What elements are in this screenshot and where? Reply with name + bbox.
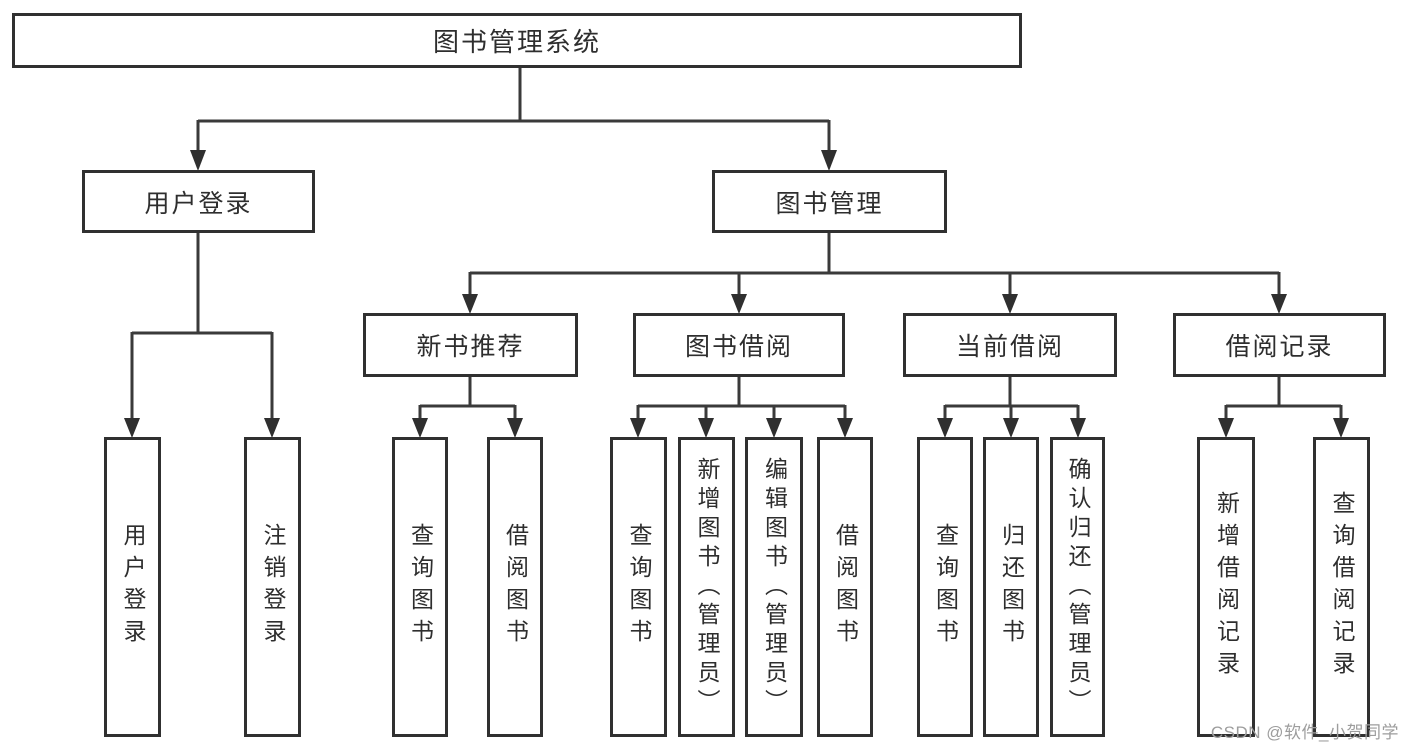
node-borrowing-label: 图书借阅 [684, 333, 793, 361]
leaf-current-confirm-label: 确认归还（管理员） [1065, 456, 1091, 718]
leaf-records-add-label: 新增借阅记录 [1213, 491, 1240, 683]
leaf-borrowing-query-label: 查询图书 [626, 523, 652, 651]
leaf-newbooks-query: 查询图书 [392, 437, 448, 737]
leaf-current-confirm: 确认归还（管理员） [1050, 437, 1105, 737]
leaf-user-login: 用户登录 [104, 437, 161, 737]
node-new-books-label: 新书推荐 [416, 333, 525, 361]
node-book-mgmt-label: 图书管理 [775, 189, 884, 218]
leaf-borrowing-query: 查询图书 [610, 437, 667, 737]
leaf-logout-label: 注销登录 [260, 523, 286, 651]
node-current: 当前借阅 [903, 313, 1117, 377]
leaf-borrowing-borrow-label: 借阅图书 [832, 523, 859, 651]
leaf-current-query-label: 查询图书 [932, 523, 959, 651]
node-records: 借阅记录 [1173, 313, 1386, 377]
node-book-mgmt: 图书管理 [712, 170, 947, 233]
leaf-records-query: 查询借阅记录 [1313, 437, 1370, 737]
leaf-borrowing-add: 新增图书（管理员） [678, 437, 735, 737]
leaf-user-login-label: 用户登录 [120, 523, 146, 651]
node-root-label: 图书管理系统 [432, 27, 601, 57]
leaf-borrowing-add-label: 新增图书（管理员） [694, 456, 720, 718]
node-new-books: 新书推荐 [363, 313, 578, 377]
node-current-label: 当前借阅 [955, 333, 1064, 361]
node-user-login: 用户登录 [82, 170, 315, 233]
leaf-borrowing-edit: 编辑图书（管理员） [745, 437, 803, 737]
leaf-newbooks-borrow-label: 借阅图书 [502, 523, 529, 651]
csdn-watermark: CSDN @软件_小贺同学 [1210, 723, 1399, 742]
leaf-borrowing-edit-label: 编辑图书（管理员） [761, 456, 788, 718]
leaf-logout: 注销登录 [244, 437, 301, 737]
node-records-label: 借阅记录 [1225, 333, 1334, 361]
leaf-current-return-label: 归还图书 [998, 523, 1025, 651]
leaf-newbooks-query-label: 查询图书 [407, 523, 434, 651]
leaf-borrowing-borrow: 借阅图书 [817, 437, 873, 737]
leaf-records-query-label: 查询借阅记录 [1329, 491, 1355, 683]
node-borrowing: 图书借阅 [633, 313, 845, 377]
leaf-records-add: 新增借阅记录 [1197, 437, 1255, 737]
leaf-current-query: 查询图书 [917, 437, 973, 737]
leaf-newbooks-borrow: 借阅图书 [487, 437, 543, 737]
node-root: 图书管理系统 [12, 13, 1022, 68]
node-user-login-label: 用户登录 [144, 189, 253, 218]
leaf-current-return: 归还图书 [983, 437, 1039, 737]
